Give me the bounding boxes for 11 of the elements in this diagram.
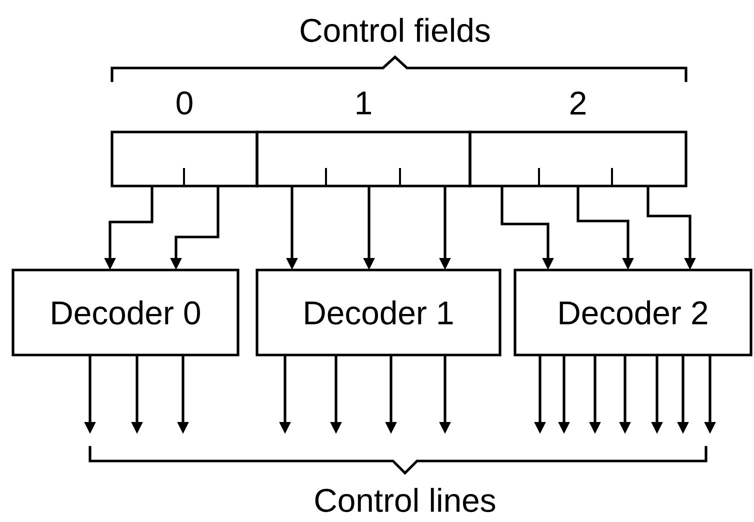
node-label: 2: [570, 92, 586, 114]
field-box: 0: [110, 91, 258, 188]
bracket-label: Control fields: [300, 18, 490, 42]
decoder-box: Decoder 0: [12, 268, 240, 356]
node-label: 1: [356, 92, 372, 114]
decoder-box: Decoder 2: [514, 268, 752, 356]
decoder-box: Decoder 1: [256, 268, 502, 356]
field-box: 2: [468, 92, 688, 188]
node-label: 0: [176, 91, 192, 115]
bracket-label: Control lines: [315, 488, 496, 512]
field-box: 1: [256, 92, 472, 188]
